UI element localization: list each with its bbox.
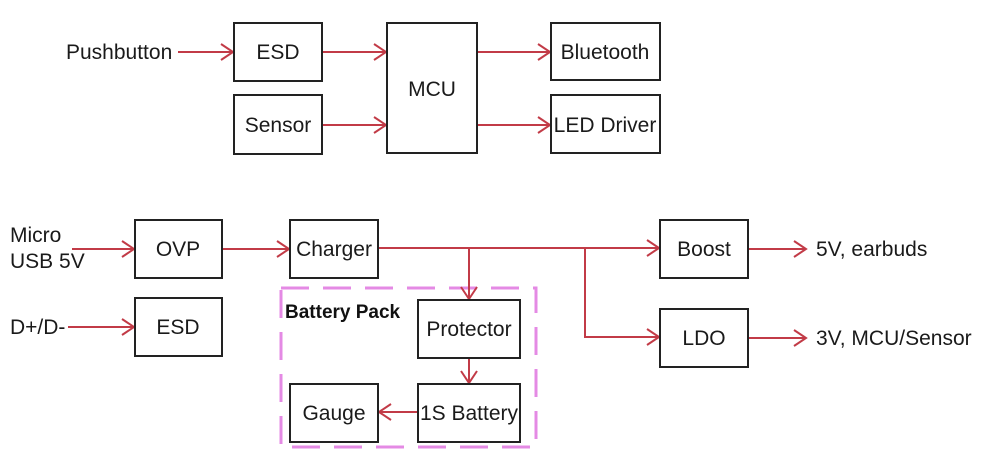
block-protector: Protector xyxy=(417,299,521,359)
block-esd-signal-label: ESD xyxy=(256,41,299,64)
block-sensor: Sensor xyxy=(233,94,323,155)
block-gauge-label: Gauge xyxy=(302,402,365,425)
block-esd-signal: ESD xyxy=(233,22,323,82)
block-charger: Charger xyxy=(289,219,379,279)
input-micro-usb-line1: Micro xyxy=(10,224,61,247)
battery-pack-group xyxy=(279,286,538,449)
block-ovp-label: OVP xyxy=(156,238,200,261)
block-gauge: Gauge xyxy=(289,383,379,443)
block-bluetooth-label: Bluetooth xyxy=(561,41,650,64)
block-charger-label: Charger xyxy=(296,238,372,261)
wires-signal xyxy=(178,43,552,134)
battery-pack-title: Battery Pack xyxy=(285,302,401,323)
output-boost-label: 5V, earbuds xyxy=(816,238,927,261)
block-boost-label: Boost xyxy=(677,238,731,261)
input-pushbutton-label: Pushbutton xyxy=(66,41,172,64)
arrowhead-boost-output xyxy=(793,240,808,258)
block-mcu-label: MCU xyxy=(408,78,456,101)
block-1s-battery: 1S Battery xyxy=(417,383,521,443)
block-led-driver: LED Driver xyxy=(550,94,661,154)
block-ldo: LDO xyxy=(659,308,749,368)
block-protector-label: Protector xyxy=(426,318,511,341)
block-sensor-label: Sensor xyxy=(245,114,312,137)
block-ovp: OVP xyxy=(134,219,223,279)
input-data-lines-label: D+/D- xyxy=(10,316,65,339)
output-ldo-label: 3V, MCU/Sensor xyxy=(816,327,972,350)
block-1s-battery-label: 1S Battery xyxy=(420,402,519,425)
block-bluetooth: Bluetooth xyxy=(550,22,661,81)
arrowhead-ldo-output xyxy=(793,329,808,347)
block-led-driver-label: LED Driver xyxy=(554,114,657,137)
block-ldo-label: LDO xyxy=(682,327,725,350)
wire-charger-ldo xyxy=(584,248,659,338)
block-esd-power: ESD xyxy=(134,297,223,357)
block-boost: Boost xyxy=(659,219,749,279)
input-micro-usb-line2: USB 5V xyxy=(10,250,85,273)
block-esd-power-label: ESD xyxy=(156,316,199,339)
block-mcu: MCU xyxy=(386,22,478,154)
